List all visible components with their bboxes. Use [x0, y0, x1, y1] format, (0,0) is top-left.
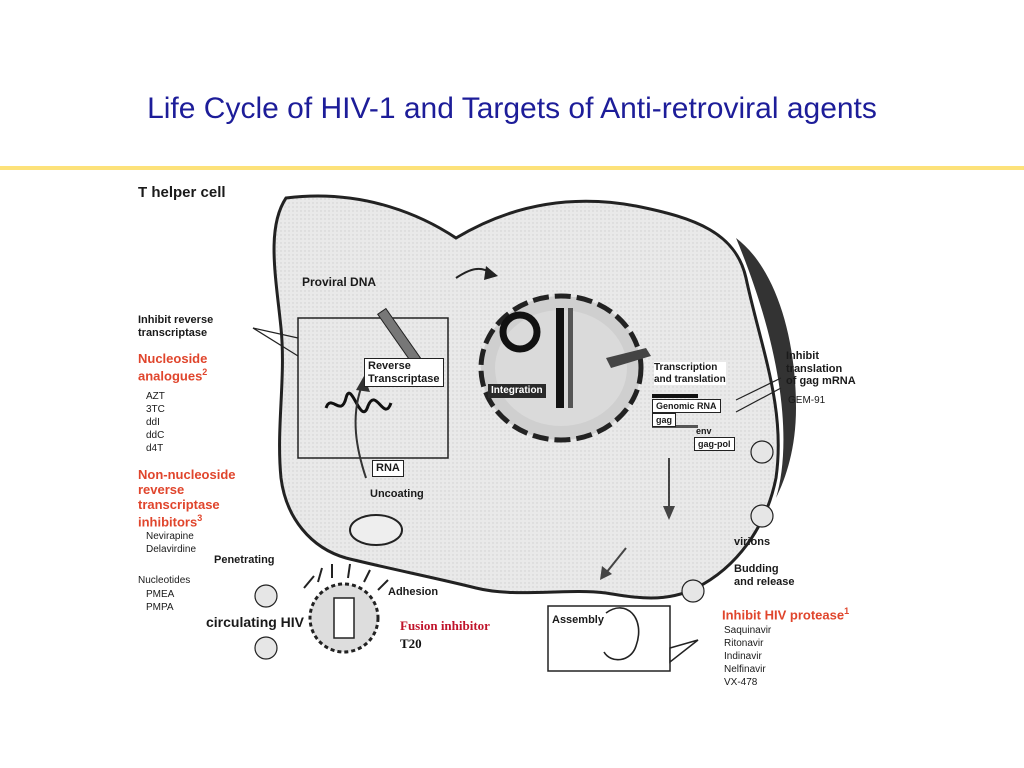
fusion-drug-label: T20 [400, 636, 422, 651]
integration-label: Integration [488, 384, 546, 398]
slide-title: Life Cycle of HIV-1 and Targets of Anti-… [147, 92, 877, 125]
transcription-label: Transcription and translation [654, 362, 726, 385]
penetrating-label: Penetrating [214, 554, 275, 566]
nucleotide-drug-list: PMEA PMPA [146, 588, 174, 614]
nnrti-drug: Delavirdine [146, 544, 197, 555]
gag-label: gag [652, 413, 677, 428]
virions-label: virions [734, 536, 771, 548]
assembly-label: Assembly [552, 614, 604, 626]
nucleotide-drug: PMPA [146, 602, 174, 613]
rna-label: RNA [372, 460, 404, 477]
protease-drug: Nelfinavir [724, 664, 766, 675]
translation-drug: GEM-91 [788, 395, 826, 406]
fusion-inhibitor-label: Fusion inhibitor [400, 618, 490, 633]
cell-label: T helper cell [138, 184, 226, 201]
nnrti-class-label: Non-nucleoside reverse transcriptase inh… [138, 467, 236, 530]
nucleoside-drug: 3TC [146, 404, 165, 415]
nucleoside-drug: ddC [146, 430, 165, 441]
nucleoside-class-label: Nucleoside analogues2 [138, 351, 208, 384]
nucleoside-drug-list: AZT 3TC ddI ddC d4T [146, 390, 165, 455]
nucleotides-header: Nucleotides [138, 575, 191, 586]
uncoating-label: Uncoating [370, 488, 424, 500]
protease-drug: Saquinavir [724, 625, 772, 636]
small-virions [254, 440, 774, 660]
gag-pol-label: gag-pol [694, 437, 735, 452]
hiv-lifecycle-diagram: T helper cell Proviral DNA Inhibit rever… [136, 178, 881, 698]
nucleoside-drug: ddI [146, 417, 160, 428]
rt-header-label: Inhibit reverse transcriptase [138, 314, 214, 339]
protease-drug: Ritonavir [724, 638, 764, 649]
proviral-dna-label: Proviral DNA [302, 275, 377, 289]
membrane-accent [736, 238, 796, 498]
title-divider [0, 166, 1024, 170]
translation-inhibit-label: Inhibit translation of gag mRNA [786, 350, 856, 388]
budding-label: Budding and release [734, 563, 795, 588]
protease-drug: VX-478 [724, 677, 758, 688]
rt-region-box [297, 317, 449, 459]
adhesion-label: Adhesion [388, 586, 439, 598]
nucleolus [499, 311, 541, 353]
protease-drug: Indinavir [724, 651, 762, 662]
circulating-hiv-label: circulating HIV [206, 614, 305, 630]
nucleoside-drug: AZT [146, 391, 165, 402]
assembly-box [547, 605, 671, 672]
genomic-rna-label: Genomic RNA [652, 399, 721, 414]
nucleoside-drug: d4T [146, 443, 164, 454]
nnrti-drug: Nevirapine [146, 531, 194, 542]
protease-class-label: Inhibit HIV protease1 [722, 606, 850, 623]
nucleotide-drug: PMEA [146, 589, 175, 600]
env-label: env [696, 426, 712, 436]
reverse-transcriptase-label: Reverse Transcriptase [364, 358, 444, 388]
